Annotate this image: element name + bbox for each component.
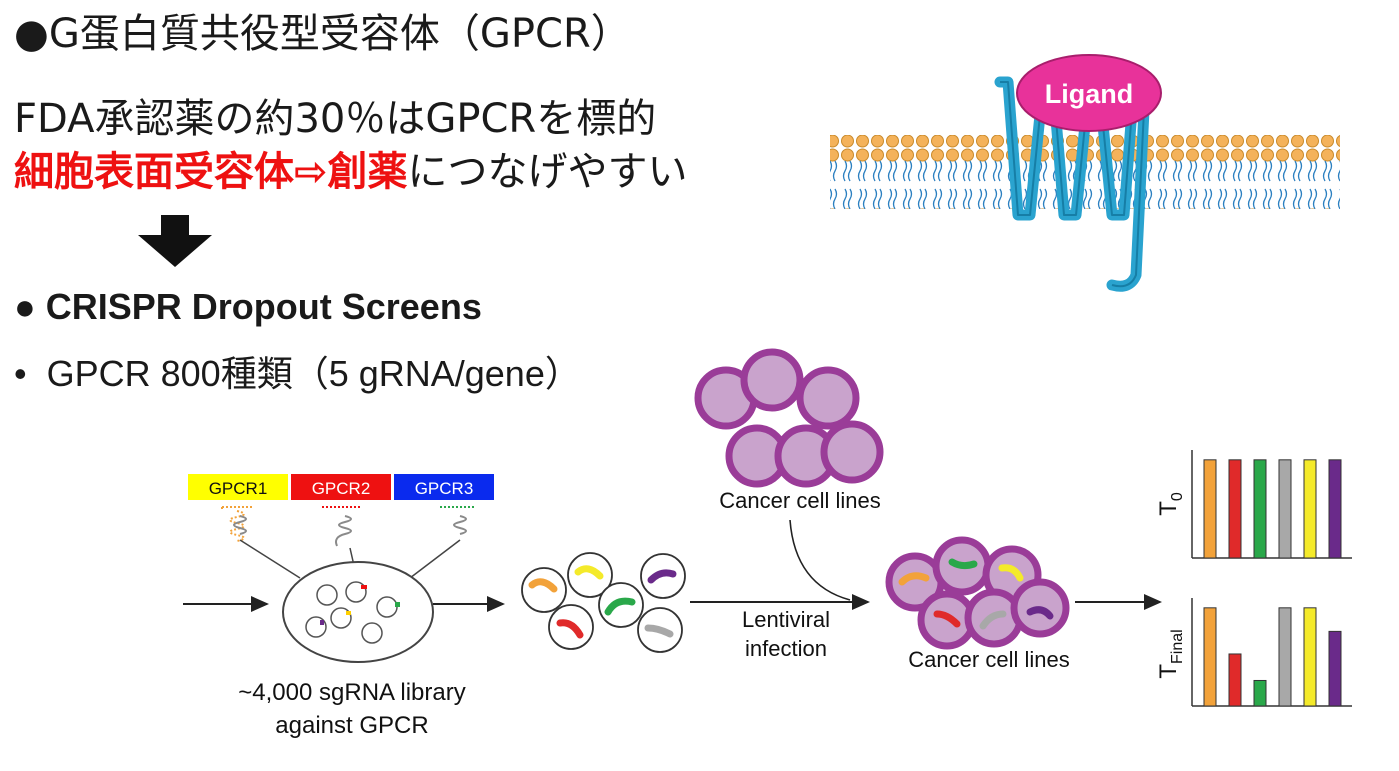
- cancer-cells-bottom: [885, 536, 1070, 650]
- t0-ylabel-sub: 0: [1169, 492, 1186, 501]
- cancer-cells-top: [694, 348, 884, 488]
- cancer-bottom-label: Cancer cell lines: [908, 647, 1069, 672]
- bar-chart-t0: T0: [1155, 450, 1352, 559]
- cell-membrane-illustration: Ligand: [830, 54, 1340, 292]
- tfinal-ylabel-sub: Final: [1169, 629, 1186, 664]
- gpcr1-label-box: [188, 474, 288, 500]
- tfinal-bar-1: [1203, 607, 1217, 707]
- t0-bar-2: [1228, 459, 1242, 559]
- virus-particle: [637, 607, 683, 653]
- plasmid-library: [282, 561, 434, 663]
- bullet-dot: ●: [14, 11, 49, 57]
- connector-right: [409, 539, 461, 579]
- t0-bar-5: [1303, 459, 1317, 559]
- down-arrow-icon: [138, 215, 212, 267]
- heading-gpcr: ●G蛋白質共役型受容体（GPCR）: [14, 10, 631, 58]
- cancer-top-label: Cancer cell lines: [719, 488, 880, 513]
- infection-label-1: Lentiviral: [742, 607, 830, 632]
- gpcr1-label: GPCR1: [209, 479, 268, 498]
- highlight-red-text: 細胞表面受容体⇨創薬: [14, 149, 408, 195]
- bullet-small: •: [14, 353, 27, 394]
- heading-crispr-text: CRISPR Dropout Screens: [45, 286, 482, 327]
- gpcr-count-item: • GPCR 800種類（5 gRNA/gene）: [14, 350, 581, 398]
- sgrna-hairpins: [221, 506, 476, 547]
- infection-label-2: infection: [745, 636, 827, 661]
- gpcr-label-row: GPCR1 GPCR2 GPCR3: [188, 474, 494, 579]
- virus-particle: [521, 567, 567, 613]
- t0-bar-4: [1278, 459, 1292, 559]
- ligand-ellipse: [1016, 54, 1162, 132]
- gpcr3-label-box: [394, 474, 494, 500]
- tfinal-bar-4: [1278, 607, 1292, 707]
- virus-particle: [598, 582, 644, 628]
- t0-bar-1: [1203, 459, 1217, 559]
- tfinal-bar-5: [1303, 607, 1317, 707]
- gpcr2-label-box: [291, 474, 391, 500]
- tfinal-bar-2: [1228, 653, 1242, 707]
- virus-particle: [548, 604, 594, 650]
- tfinal-bar-6: [1328, 630, 1342, 707]
- statement-rest: につなげやすい: [407, 149, 688, 195]
- drug-discovery-statement: 細胞表面受容体⇨創薬につなげやすい: [14, 148, 688, 196]
- t0-bar-6: [1328, 459, 1342, 559]
- bar-chart-tfinal: TFinal: [1155, 598, 1352, 707]
- lentivirus-cluster: [521, 552, 686, 653]
- ligand-label: Ligand: [1045, 79, 1134, 109]
- fda-statement: FDA承認薬の約30％はGPCRを標的: [14, 96, 657, 142]
- t0-ylabel: T0: [1155, 492, 1186, 516]
- bullet-dot: ●: [14, 286, 36, 327]
- tfinal-ylabel: TFinal: [1155, 629, 1186, 678]
- gpcr-count-text: GPCR 800種類（5 gRNA/gene）: [46, 353, 581, 394]
- t0-ylabel-main: T: [1155, 501, 1182, 516]
- arrow-curve-cells: [789, 519, 851, 601]
- virus-particle: [567, 552, 613, 598]
- tfinal-ylabel-main: T: [1155, 664, 1182, 679]
- library-label-2: against GPCR: [275, 712, 428, 739]
- library-label-1: ~4,000 sgRNA library: [238, 679, 465, 706]
- tfinal-bar-3: [1253, 679, 1267, 707]
- t0-bar-3: [1253, 459, 1267, 559]
- heading-gpcr-text: G蛋白質共役型受容体（GPCR）: [48, 11, 631, 57]
- heading-crispr: ● CRISPR Dropout Screens: [14, 283, 482, 331]
- gpcr2-label: GPCR2: [312, 479, 371, 498]
- gpcr3-label: GPCR3: [415, 479, 474, 498]
- virus-particle: [640, 553, 686, 599]
- connector-left: [239, 539, 301, 579]
